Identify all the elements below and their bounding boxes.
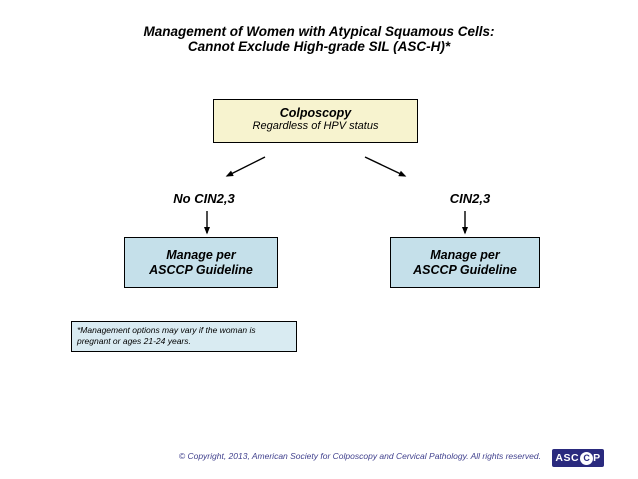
arrow-root-to-right-branch <box>364 156 407 177</box>
page-title-line2: Cannot Exclude High-grade SIL (ASC-H)* <box>187 39 451 54</box>
arrow-root-to-left-branch <box>225 156 266 177</box>
colposcopy-subheading: Regardless of HPV status <box>252 120 379 132</box>
flowchart-node-manage-right: Manage per ASCCP Guideline <box>390 237 540 288</box>
flowchart-node-manage-left: Manage per ASCCP Guideline <box>124 237 278 288</box>
branch-label-no-cin23: No CIN2,3 <box>173 191 235 206</box>
page-title-line1: Management of Women with Atypical Squamo… <box>143 24 495 39</box>
flowchart-node-colposcopy: Colposcopy Regardless of HPV status <box>213 99 418 143</box>
manage-left-line1: Manage per <box>166 247 236 262</box>
manage-left-line2: ASCCP Guideline <box>149 262 253 277</box>
branch-label-cin23: CIN2,3 <box>449 191 491 206</box>
colposcopy-heading: Colposcopy <box>279 106 352 120</box>
footnote-line2: pregnant or ages 21-24 years. <box>77 336 191 346</box>
asccp-logo-letters-as: AS <box>555 452 571 464</box>
manage-right-line1: Manage per <box>430 247 500 262</box>
copyright-text: © Copyright, 2013, American Society for … <box>178 451 541 461</box>
asccp-logo-letter-c: C <box>570 452 580 464</box>
asccp-logo-circle-c-icon: C <box>580 451 594 465</box>
footnote-box: *Management options may vary if the woma… <box>71 321 297 352</box>
asccp-logo-letter-p: P <box>593 452 601 464</box>
page-title: Management of Women with Atypical Squamo… <box>0 24 638 54</box>
manage-right-line2: ASCCP Guideline <box>413 262 517 277</box>
footnote-line1: *Management options may vary if the woma… <box>77 325 256 335</box>
